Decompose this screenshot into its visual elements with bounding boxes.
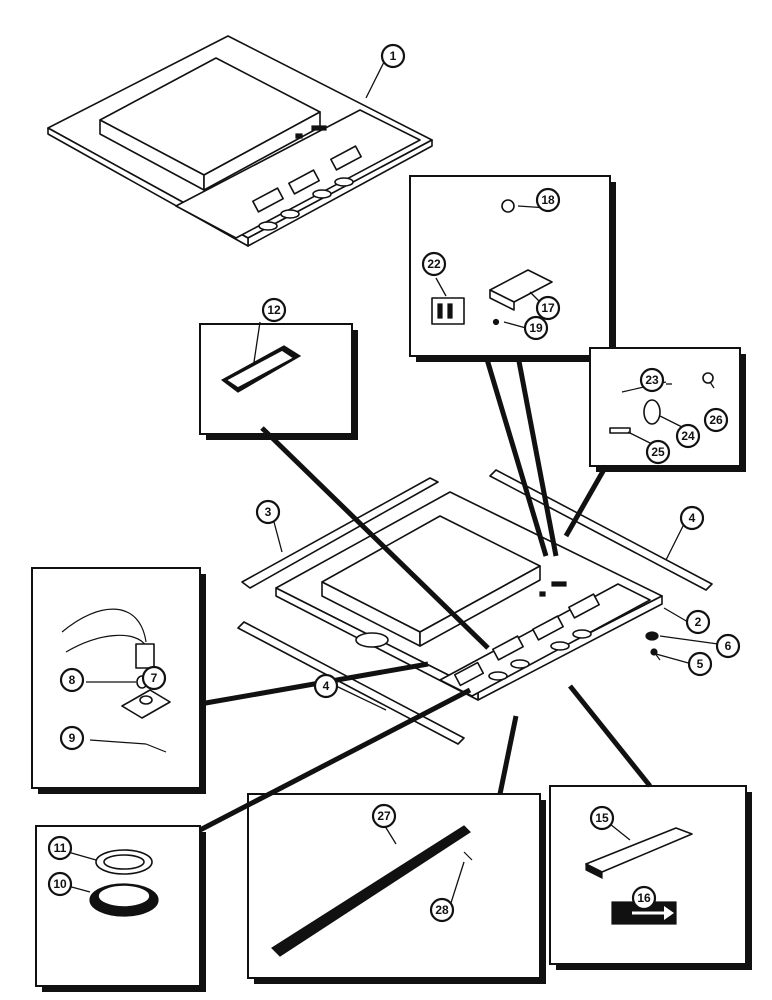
callout-5: 5 bbox=[687, 651, 713, 677]
inset-grommet bbox=[35, 825, 206, 992]
callout-23: 23 bbox=[639, 367, 665, 393]
svg-text:26: 26 bbox=[709, 413, 723, 427]
svg-text:11: 11 bbox=[54, 841, 67, 855]
svg-text:27: 27 bbox=[377, 809, 391, 823]
callout-12: 12 bbox=[261, 297, 287, 323]
svg-text:4: 4 bbox=[689, 511, 696, 525]
callout-25: 25 bbox=[645, 439, 671, 465]
callout-3: 3 bbox=[255, 499, 281, 525]
svg-text:2: 2 bbox=[695, 615, 702, 629]
svg-text:8: 8 bbox=[69, 673, 76, 687]
arrow-right-icon bbox=[632, 906, 674, 920]
inset-wiring-connector bbox=[31, 567, 206, 794]
svg-text:17: 17 bbox=[541, 301, 555, 315]
inset-control-panel bbox=[549, 785, 752, 970]
svg-text:23: 23 bbox=[645, 373, 659, 387]
callout-8: 8 bbox=[59, 667, 85, 693]
svg-text:6: 6 bbox=[725, 639, 732, 653]
inset-vent-grille bbox=[199, 323, 358, 440]
svg-text:16: 16 bbox=[637, 891, 651, 905]
inset-trim-strip bbox=[247, 793, 546, 984]
arrow-label bbox=[611, 901, 677, 925]
callout-10: 10 bbox=[47, 871, 73, 897]
svg-text:28: 28 bbox=[435, 903, 449, 917]
leader-lines bbox=[67, 205, 719, 907]
callout-15: 15 bbox=[589, 805, 615, 831]
svg-text:1: 1 bbox=[390, 49, 397, 63]
callout-4-right: 4 bbox=[679, 505, 705, 531]
svg-text:3: 3 bbox=[265, 505, 272, 519]
callout-17: 17 bbox=[535, 295, 561, 321]
callout-6: 6 bbox=[715, 633, 741, 659]
svg-text:5: 5 bbox=[697, 657, 704, 671]
callout-4-left: 4 bbox=[313, 673, 339, 699]
svg-text:22: 22 bbox=[427, 257, 441, 271]
callout-16: 16 bbox=[631, 885, 657, 911]
callout-19: 19 bbox=[523, 315, 549, 341]
callout-28: 28 bbox=[429, 897, 455, 923]
svg-text:4: 4 bbox=[323, 679, 330, 693]
hardware-screw-washer bbox=[645, 631, 661, 661]
callout-22: 22 bbox=[421, 251, 447, 277]
svg-text:12: 12 bbox=[267, 303, 281, 317]
top-panel-assembly bbox=[47, 35, 433, 247]
svg-text:24: 24 bbox=[681, 429, 695, 443]
svg-text:18: 18 bbox=[541, 193, 555, 207]
svg-text:7: 7 bbox=[151, 671, 158, 685]
svg-text:15: 15 bbox=[595, 811, 609, 825]
callout-27: 27 bbox=[371, 803, 397, 829]
svg-text:19: 19 bbox=[529, 321, 543, 335]
inset-lamp-assembly bbox=[409, 175, 616, 362]
callout-1: 1 bbox=[380, 43, 406, 69]
callout-18: 18 bbox=[535, 187, 561, 213]
main-panel-assembly bbox=[275, 491, 663, 701]
svg-text:25: 25 bbox=[651, 445, 665, 459]
inset-bracket-hardware bbox=[589, 347, 746, 472]
callout-26: 26 bbox=[703, 407, 729, 433]
svg-text:10: 10 bbox=[53, 877, 67, 891]
callout-11: 11 bbox=[47, 835, 73, 861]
callout-7: 7 bbox=[141, 665, 167, 691]
svg-text:9: 9 bbox=[69, 731, 76, 745]
callout-24: 24 bbox=[675, 423, 701, 449]
callout-2: 2 bbox=[685, 609, 711, 635]
callout-9: 9 bbox=[59, 725, 85, 751]
